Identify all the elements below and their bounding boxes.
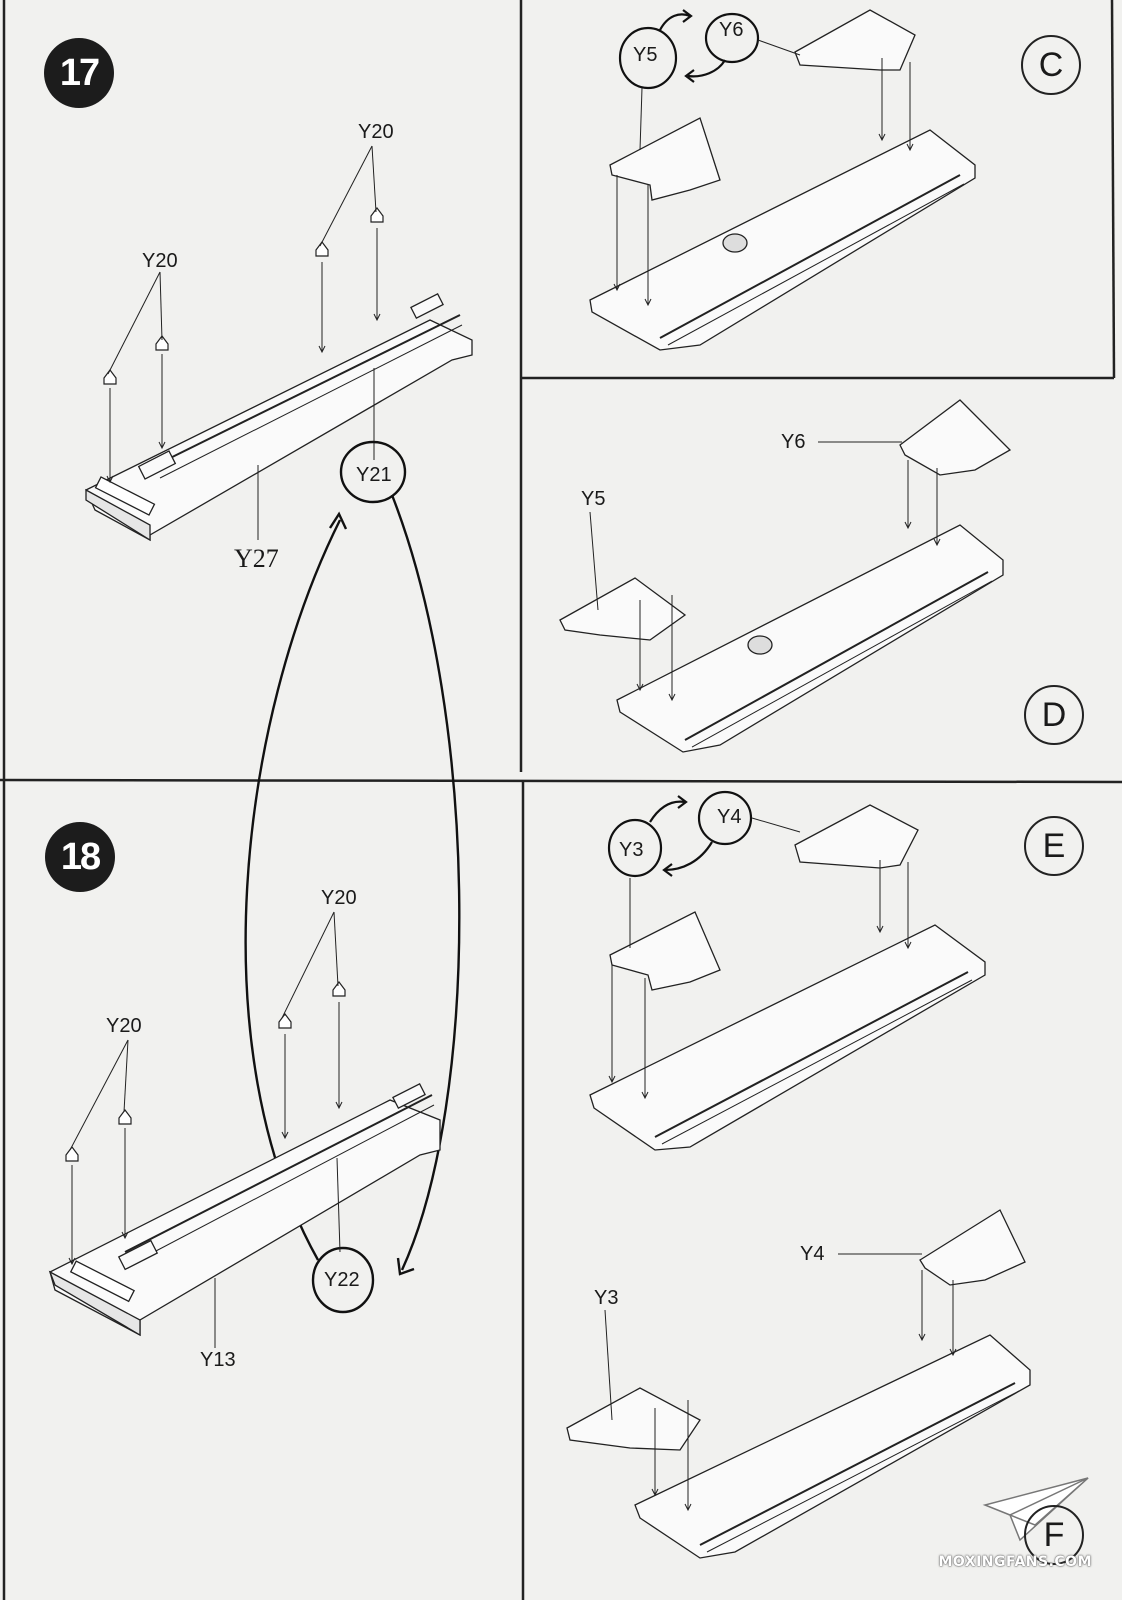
- part-label-y6: Y6: [719, 19, 744, 41]
- part-label-y20: Y20: [321, 887, 357, 909]
- variant-f-diagram: [566, 1209, 1031, 1559]
- step-18-badge: 18: [45, 822, 115, 892]
- step17-clips: [103, 207, 384, 385]
- part-label-y3: Y3: [619, 839, 644, 861]
- part-label-y5: Y5: [581, 488, 606, 510]
- step17-arrows: [106, 145, 381, 540]
- step18-arrows: [68, 911, 343, 1348]
- part-label-y21: Y21: [356, 464, 392, 486]
- variant-e-handdrawn: [607, 790, 753, 878]
- part-label-y6: Y6: [781, 431, 806, 453]
- part-label-y13: Y13: [200, 1349, 236, 1371]
- part-label-y4: Y4: [800, 1243, 825, 1265]
- part-label-y27: Y27: [234, 544, 279, 573]
- variant-c-label: C: [1021, 35, 1081, 95]
- step-17-badge: 17: [44, 38, 114, 108]
- step18-clips: [65, 981, 346, 1162]
- variant-d-diagram: [559, 399, 1012, 753]
- part-label-y20: Y20: [142, 250, 178, 272]
- part-label-y20: Y20: [106, 1015, 142, 1037]
- part-label-y4: Y4: [717, 806, 742, 828]
- variant-d-label: D: [1024, 685, 1084, 745]
- variant-e-label: E: [1024, 816, 1084, 876]
- part-label-y20: Y20: [358, 121, 394, 143]
- part-label-y5: Y5: [633, 44, 658, 66]
- variant-c-handdrawn: [618, 9, 760, 90]
- watermark-text: MOXINGFANS.COM: [938, 1554, 1092, 1570]
- step18-chassis: [48, 1082, 441, 1337]
- step17-chassis: [85, 292, 473, 542]
- variant-e-diagram: [589, 804, 986, 1151]
- variant-f-label: F: [1024, 1505, 1084, 1565]
- part-label-y22: Y22: [324, 1269, 360, 1291]
- part-label-y3: Y3: [594, 1287, 619, 1309]
- variant-c-diagram: [589, 9, 976, 351]
